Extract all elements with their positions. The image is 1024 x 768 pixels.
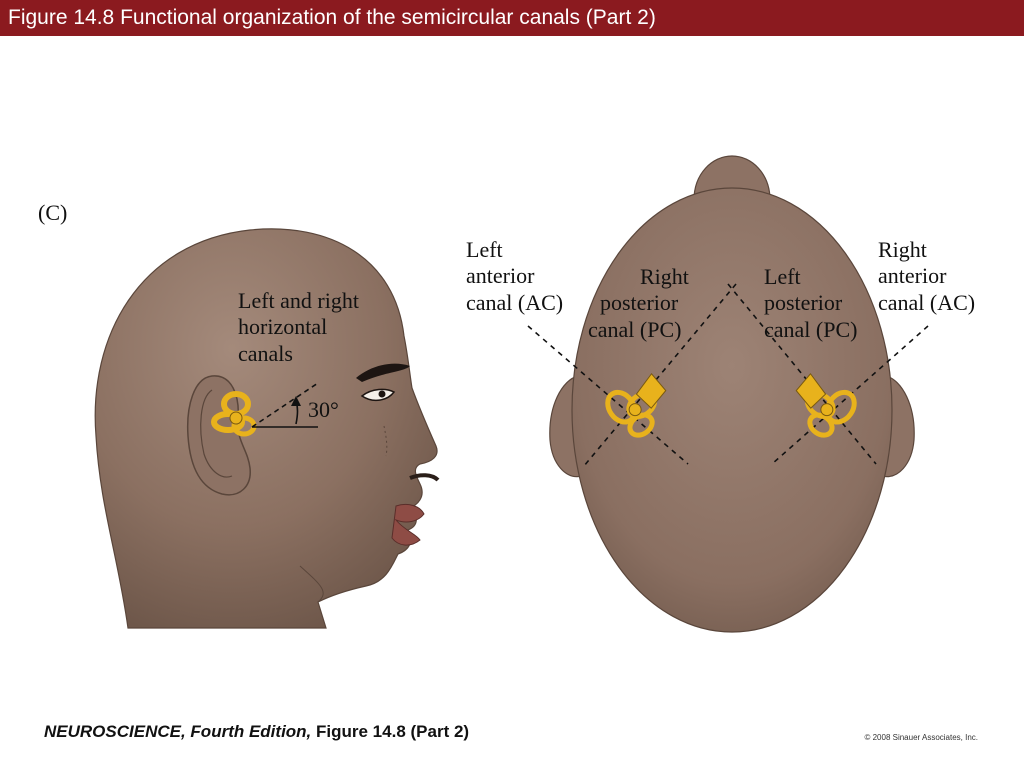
side-canal-icon [211,391,257,437]
figure-canvas: (C) 30° Left and right horizontal cana [38,155,975,633]
svg-text:Left: Left [466,237,503,262]
lips [391,503,425,546]
book-title: NEUROSCIENCE, [44,722,186,741]
copyright-notice: © 2008 Sinauer Associates, Inc. [864,733,978,742]
right-anterior-canal-label: Right anterior canal (AC) [878,237,975,315]
svg-text:Right: Right [640,264,689,289]
arrowhead [291,396,301,406]
panel-label: (C) [38,200,67,225]
svg-text:horizontal: horizontal [238,314,327,339]
right-posterior-canal-label: Right posterior canal (PC) [588,264,689,342]
svg-text:anterior: anterior [878,263,947,288]
svg-text:Left: Left [764,264,801,289]
horizontal-canals-label: Left and right horizontal canals [238,288,359,366]
svg-text:canal (PC): canal (PC) [588,317,681,342]
svg-text:Left and right: Left and right [238,288,359,313]
top-view-head [549,155,915,633]
edition: Fourth Edition, [190,722,312,741]
figure-reference: Figure 14.8 (Part 2) [316,722,470,741]
svg-text:canal (AC): canal (AC) [466,290,563,315]
nostril [409,473,440,482]
svg-text:Right: Right [878,237,927,262]
left-canal-icon [605,372,667,438]
eyebrow [356,363,410,382]
side-view-head [94,228,440,629]
eye-pupil [378,390,386,398]
ear-inner-fold [200,389,233,478]
page-title: Figure 14.8 Functional organization of t… [0,0,1024,36]
cheek-line [383,425,388,457]
top-view-skull [571,187,893,633]
left-posterior-canal-label: Left posterior canal (PC) [764,264,857,342]
svg-text:canal (AC): canal (AC) [878,290,975,315]
right-canal-icon [795,372,857,438]
svg-text:canal (PC): canal (PC) [764,317,857,342]
jaw-line [299,565,324,603]
left-anterior-canal-label: Left anterior canal (AC) [466,237,563,315]
angle-label: 30° [308,397,339,422]
side-head-silhouette [94,228,438,629]
semicircular-canals-figure: (C) 30° Left and right horizontal cana [0,36,1024,716]
svg-text:canals: canals [238,341,293,366]
eye [360,388,396,402]
canal-plane-dashed-line [251,382,319,428]
svg-text:posterior: posterior [600,290,679,315]
footer-citation: NEUROSCIENCE, Fourth Edition, Figure 14.… [44,722,469,742]
svg-text:anterior: anterior [466,263,535,288]
svg-text:posterior: posterior [764,290,843,315]
